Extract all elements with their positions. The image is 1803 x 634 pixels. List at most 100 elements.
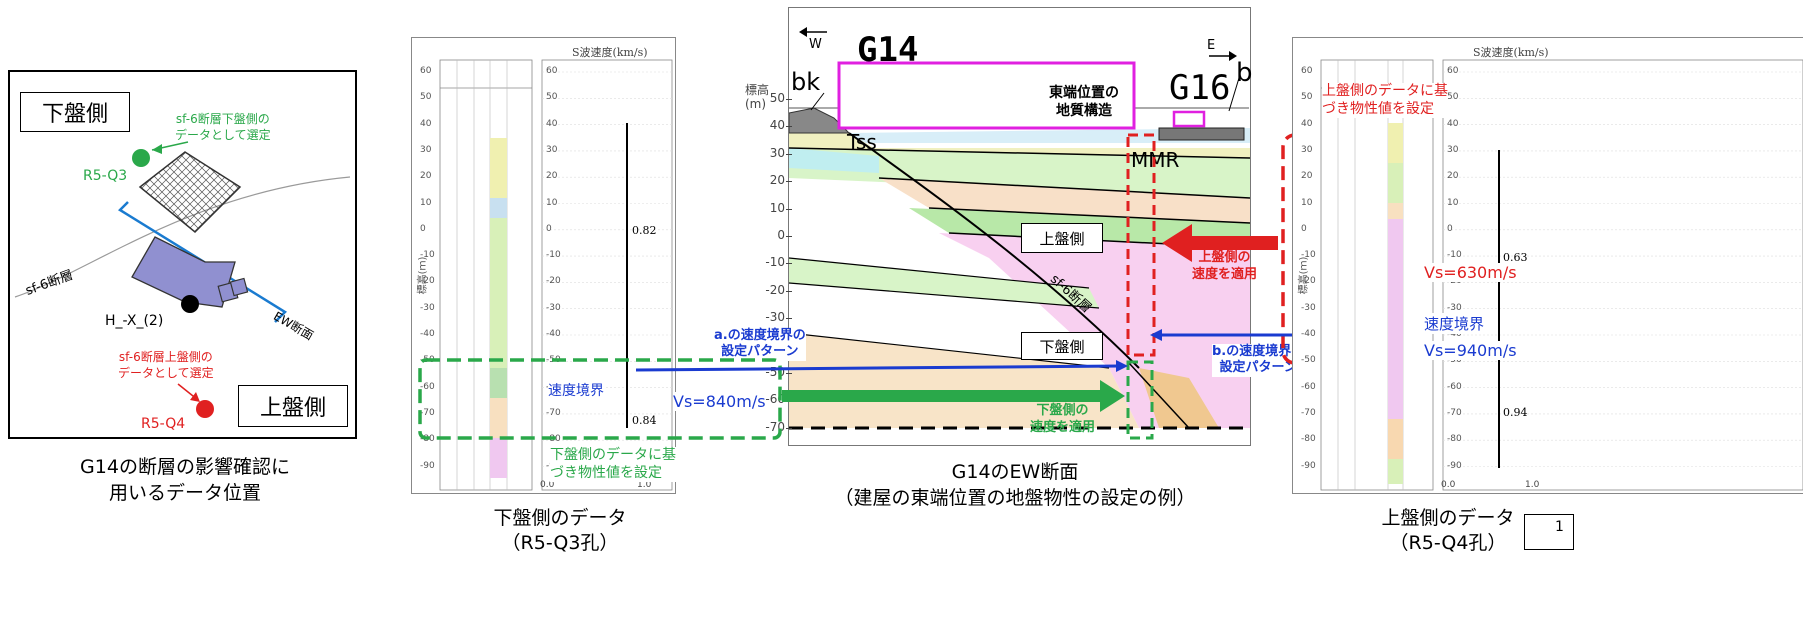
y-tick-label: -10 [420, 250, 435, 261]
section-y-tick-label: 0 [777, 228, 785, 242]
y-tick-label: 30 [420, 144, 432, 155]
hangingwall-box: 上盤側 [238, 385, 348, 427]
left-log-svg [439, 59, 673, 491]
y-tick-label: -20 [420, 276, 435, 287]
g16-box [1172, 110, 1206, 128]
y-tick-label: 40 [546, 118, 558, 129]
green-dashed-box [418, 358, 782, 440]
left-x-tick-1: 1.0 [637, 480, 652, 490]
y-tick-label: 10 [1301, 197, 1313, 208]
y-tick-label: -60 [1301, 381, 1316, 392]
y-tick-label: -40 [546, 329, 561, 339]
pattern-a-arrow [635, 364, 1121, 372]
y-tick-label: -50 [1301, 355, 1316, 366]
y-tick-label: -20 [546, 276, 561, 287]
cross-section: W E G14 G16 b bk Tss MMR 東端位置の 地質構造 上盤側 … [745, 7, 1253, 446]
y-tick-label: -30 [1301, 302, 1316, 313]
east-label: E [1207, 38, 1216, 53]
y-tick-label: 60 [420, 66, 432, 76]
lower-label: 下盤側 [1039, 337, 1085, 356]
section-y-tick-mark [786, 427, 792, 429]
g16-building [1158, 127, 1245, 141]
fault-line-lower [1128, 362, 1190, 429]
y-tick-label: 50 [546, 92, 558, 103]
apply-upper-arrow [1190, 236, 1278, 250]
y-tick-label: 40 [420, 118, 432, 129]
tss-label: Tss [847, 130, 877, 154]
left-value-upper: 0.82 [632, 224, 657, 237]
y-tick-label: 10 [1447, 197, 1459, 208]
y-tick-label: -30 [420, 302, 435, 313]
q3-label: R5-Q3 [83, 168, 128, 184]
y-tick-label: 40 [1301, 118, 1313, 129]
layer-lower-brown [1139, 368, 1219, 428]
left-boundary-label: 速度境界 [548, 380, 604, 400]
y-tick-label: 0 [1301, 223, 1307, 234]
pattern-b-label: b.の速度境界の 設定パターン [1212, 344, 1305, 377]
y-tick-label: 0 [420, 223, 426, 234]
y-tick-label: 50 [420, 92, 432, 103]
green-dashed-box-center [1126, 360, 1154, 440]
lower-box: 下盤側 [1021, 332, 1103, 360]
apply-upper-label: 上盤側の 速度を適用 [1192, 250, 1258, 282]
section-y-tick-mark [786, 373, 792, 374]
right-vs-upper: Vs=630m/s [1424, 263, 1517, 282]
left-value-lower: 0.84 [632, 414, 657, 427]
y-tick-label: -40 [420, 329, 435, 339]
footwall-box: 下盤側 [20, 92, 130, 132]
g16-label: G16 [1169, 68, 1231, 108]
section-y-tick-mark [786, 318, 792, 320]
right-boundary-label: 速度境界 [1424, 313, 1485, 334]
q4-point [196, 400, 214, 418]
page-number-box: 1 [1524, 514, 1574, 550]
y-tick-label: -70 [546, 407, 561, 418]
section-caption: G14のEW断面 （建屋の東端位置の地盤物性の設定の例） [834, 461, 1196, 509]
y-tick-label: 10 [420, 197, 432, 208]
left-x-tick-0: 0.0 [540, 480, 555, 490]
y-tick-label: 50 [1447, 92, 1459, 103]
section-y-tick-mark [786, 181, 792, 183]
fault-line [848, 132, 1140, 369]
layer-green-3 [789, 258, 1099, 308]
y-tick-label: -90 [1447, 460, 1462, 471]
elev-label: 標高 (m) [745, 83, 770, 112]
y-tick-label: -30 [1447, 302, 1462, 313]
right-note: 上盤側のデータに基 づき物性値を設定 [1322, 83, 1448, 118]
q3-point [132, 149, 150, 167]
section-y-tick-label: 30 [769, 145, 785, 160]
right-value-lower: 0.94 [1503, 406, 1528, 419]
building-annex-2 [229, 277, 249, 297]
apply-lower-arrow [782, 390, 1107, 402]
y-tick-label: -80 [1447, 434, 1462, 445]
left-gridlines [542, 71, 672, 467]
y-tick-label: -60 [1447, 381, 1462, 392]
right-vel-title: S波速度(km/s) [1473, 46, 1549, 59]
footwall-label: 下盤側 [41, 102, 108, 127]
y-tick-label: -50 [1447, 355, 1462, 366]
y-tick-label: -70 [1447, 407, 1462, 418]
layer-light-green-1 [789, 148, 1250, 198]
layer-lower-peach [789, 333, 1139, 428]
y-tick-label: 10 [546, 197, 558, 208]
section-y-tick-label: -20 [765, 282, 785, 297]
right-gridlines [1443, 71, 1803, 467]
west-label: W [809, 37, 822, 52]
y-tick-label: 40 [1447, 118, 1459, 129]
y-tick-label: 60 [546, 66, 558, 76]
y-tick-label: -90 [420, 460, 435, 471]
section-y-tick-mark [786, 236, 792, 237]
y-tick-label: 30 [546, 144, 558, 155]
y-tick-label: 0 [546, 223, 552, 234]
section-y-tick-label: -30 [765, 310, 785, 325]
section-y-tick-label: -10 [765, 255, 785, 270]
y-tick-label: 20 [1301, 171, 1313, 182]
right-log-caption: 上盤側のデータ （R5-Q4孔） [1358, 506, 1538, 556]
y-tick-label: -60 [420, 381, 435, 392]
y-tick-label: 30 [1301, 144, 1313, 155]
g14-box [837, 61, 1136, 130]
right-value-upper: 0.63 [1503, 251, 1528, 264]
section-y-tick-mark [786, 290, 792, 292]
y-tick-label: 20 [420, 171, 432, 182]
section-y-tick-mark [786, 126, 792, 128]
